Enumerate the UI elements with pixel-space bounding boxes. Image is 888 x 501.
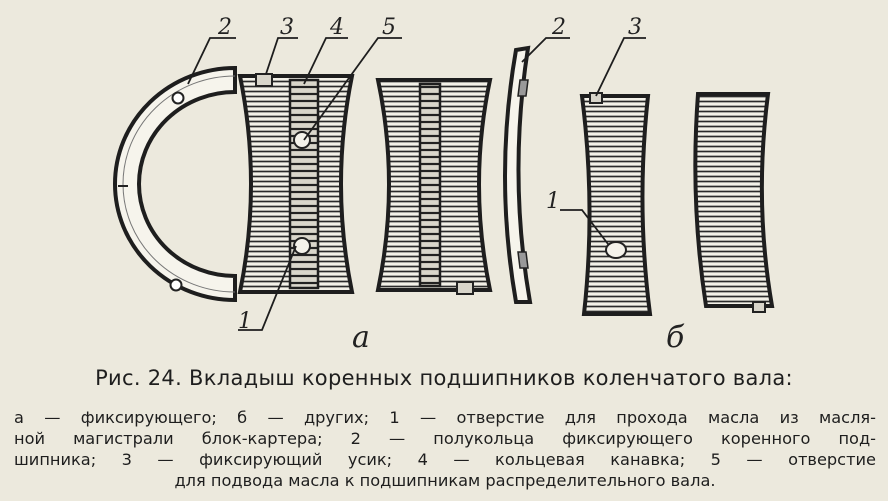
bearing-shell-other-back bbox=[693, 92, 775, 313]
sublabel-b: б bbox=[666, 320, 685, 355]
callout-2-a: 2 bbox=[217, 15, 232, 40]
caption-line: шипника; 3 — фиксирующий усик; 4 — кольц… bbox=[14, 450, 876, 469]
figure-caption-title: Рис. 24. Вкладыш коренных подшипников ко… bbox=[95, 366, 793, 390]
callout-3-a: 3 bbox=[280, 15, 294, 40]
bearing-figure: 2 3 4 5 1 2 3 1 а б bbox=[113, 15, 775, 355]
thrust-ring-side-view bbox=[503, 45, 533, 304]
callout-5-a: 5 bbox=[382, 15, 396, 40]
callout-3-b: 3 bbox=[628, 15, 642, 40]
callout-4-a: 4 bbox=[329, 15, 344, 40]
caption-line: для подвода масла к подшипникам распреде… bbox=[174, 471, 716, 490]
thrust-half-ring bbox=[113, 65, 237, 303]
callout-1-a: 1 bbox=[238, 309, 252, 334]
bearing-shell-other-front bbox=[579, 92, 653, 316]
caption-line: ной магистрали блок-картера; 2 — полукол… bbox=[14, 429, 876, 448]
callout-1-b: 1 bbox=[546, 189, 560, 214]
figure-caption-legend: а — фиксирующего; б — других; 1 — отверс… bbox=[14, 407, 876, 491]
callout-leaders bbox=[187, 37, 646, 331]
callout-2-b: 2 bbox=[551, 15, 566, 40]
caption-line: а — фиксирующего; б — других; 1 — отверс… bbox=[14, 408, 876, 427]
bearing-shell-fixing-back bbox=[375, 78, 493, 295]
bearing-shell-fixing-front bbox=[237, 73, 355, 294]
sublabel-a: а bbox=[352, 320, 370, 355]
